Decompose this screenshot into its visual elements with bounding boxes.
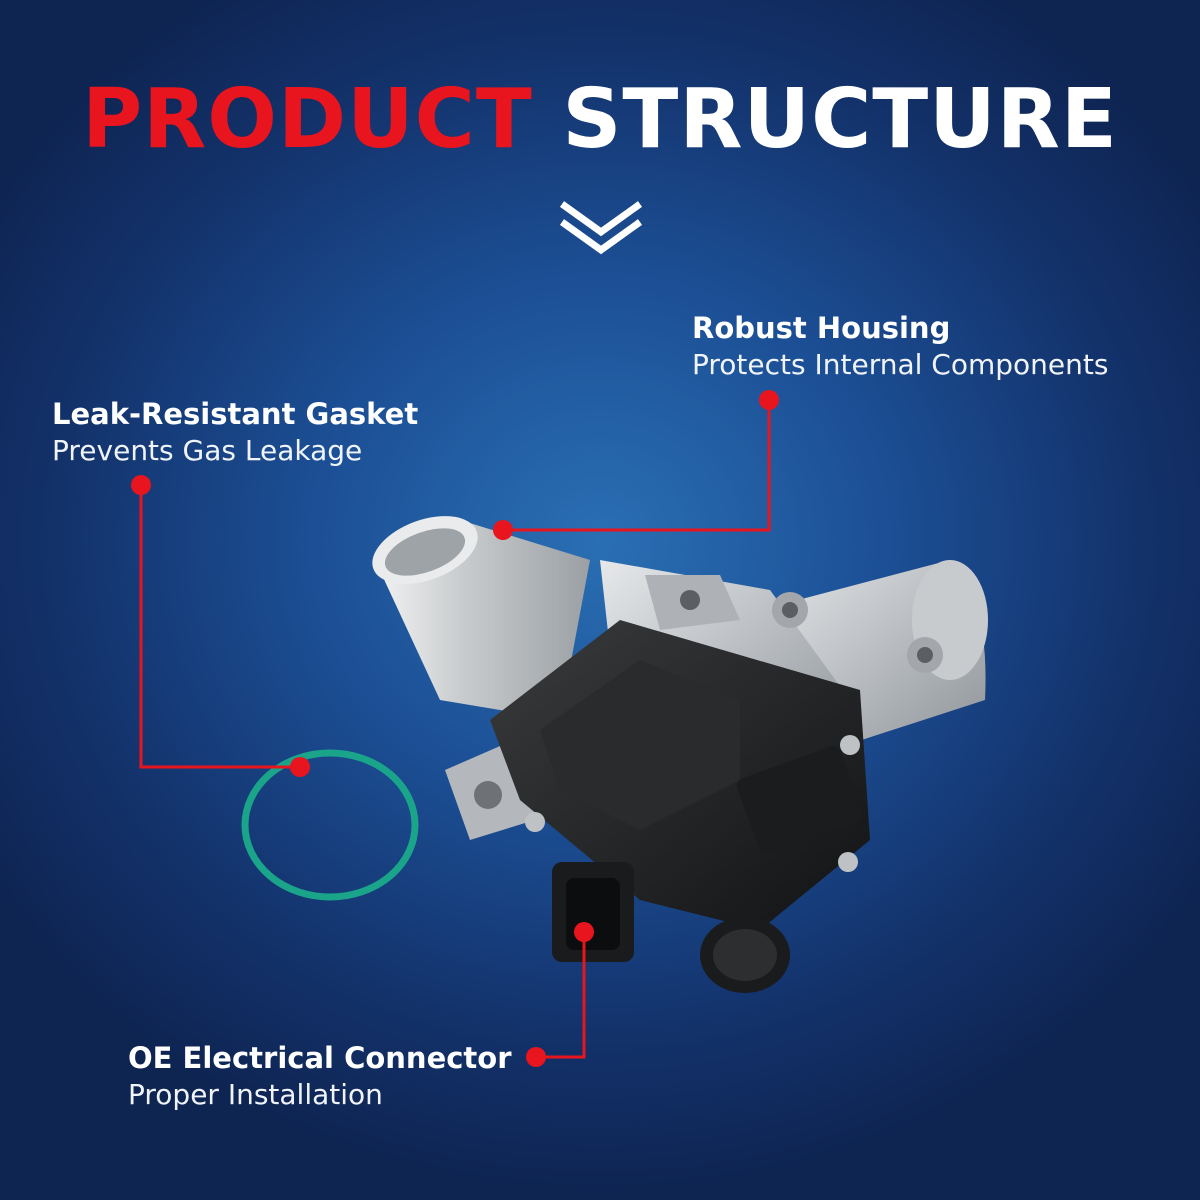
callout-lines [139,400,771,1059]
callout-leak-resistant-gasket: Leak-Resistant Gasket Prevents Gas Leaka… [52,396,418,470]
callout-heading: Leak-Resistant Gasket [52,397,419,431]
title-red-word: PRODUCT [82,72,533,167]
callout-robust-housing: Robust Housing Protects Internal Compone… [692,310,1108,384]
callout-dots [131,390,779,1067]
o-ring-gasket [241,749,419,901]
title-white-word: STRUCTURE [562,72,1118,167]
callout-oe-electrical-connector: OE Electrical Connector Proper Installat… [128,1040,512,1114]
callout-heading: Robust Housing [692,311,951,345]
callout-heading: OE Electrical Connector [128,1041,512,1075]
egr-valve [372,516,988,993]
page-title: PRODUCT STRUCTURE [0,72,1200,167]
double-chevron-down-icon [559,201,643,255]
callout-subtext: Proper Installation [128,1078,383,1111]
callout-subtext: Protects Internal Components [692,348,1109,381]
callout-subtext: Prevents Gas Leakage [52,434,363,467]
